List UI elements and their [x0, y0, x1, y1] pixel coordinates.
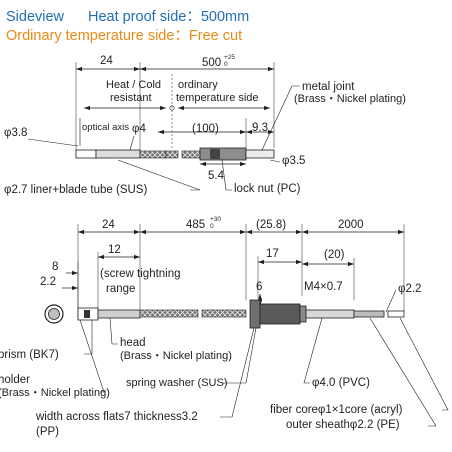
braid-segment — [181, 150, 201, 159]
label-brass-plating-top: (Brass・Nickel plating) — [294, 93, 406, 105]
header-heatproof: Heat proof side：500mm — [88, 9, 249, 25]
dim-24-top: 24 — [100, 55, 113, 67]
dim-500-tol-lo: 0 — [224, 61, 228, 68]
dim-485-tol-lo: 0 — [210, 223, 214, 230]
blade-tube — [95, 149, 141, 159]
label-screw-2: range — [106, 283, 135, 295]
label-m4: M4×0.7 — [304, 281, 343, 293]
dim-500-tol: +25 — [224, 54, 235, 61]
label-pp: (PP) — [36, 426, 59, 438]
label-width-flats: width across flats7 thickness3.2 — [35, 411, 198, 423]
flat-nut — [249, 299, 261, 329]
label-outer-sheath: outer sheathφ2.2 (PE) — [286, 419, 400, 431]
dim-12: 12 — [108, 244, 121, 256]
fiber-end — [387, 310, 405, 318]
pvc-sheath — [305, 309, 355, 319]
header-sideview: Sideview — [6, 9, 65, 25]
label-phi4: φ4 — [132, 123, 146, 135]
dim-2-2-left: 2.2 — [40, 276, 56, 288]
label-metal-joint: metal joint — [302, 81, 355, 93]
dim-17: 17 — [266, 248, 279, 260]
dim-2000: 2000 — [338, 219, 364, 231]
braid-bottom-1 — [139, 309, 199, 318]
end-view-inner — [48, 308, 60, 320]
dim-5-4: 5.4 — [208, 170, 225, 182]
dim-500: 500 — [202, 57, 221, 69]
screw-range — [97, 309, 141, 319]
dim-20: (20) — [324, 249, 345, 261]
label-phi38: φ3.8 — [4, 127, 27, 139]
dim-100: (100) — [192, 123, 219, 135]
label-resistant: resistant — [110, 92, 152, 104]
dim-485-tol: +30 — [210, 216, 221, 223]
metal-joint — [245, 149, 275, 159]
dim-9-3: 9.3 — [252, 122, 268, 134]
dim-485: 485 — [186, 219, 205, 231]
label-head-plating: (Brass・Nickel plating) — [120, 350, 232, 362]
label-ordinary-2: temperature side — [176, 92, 259, 104]
dim-25-8: (25.8) — [256, 219, 286, 231]
dim-24-bottom: 24 — [102, 219, 115, 231]
label-phi40: φ4.0 (PVC) — [312, 377, 370, 389]
header-ordinary: Ordinary temperature side：Free cut — [6, 28, 242, 44]
label-holder: holder — [0, 374, 30, 386]
label-phi35: φ3.5 — [282, 155, 305, 167]
label-fiber-core: fiber coreφ1×1core (acryl) — [270, 404, 403, 416]
label-holder-plating: (Brass・Nickel plating) — [0, 387, 110, 399]
dim-6: 6 — [256, 281, 262, 293]
label-lock-nut: lock nut (PC) — [234, 183, 301, 195]
label-prism: prism (BK7) — [0, 349, 59, 361]
lock-washer-bottom — [299, 305, 307, 323]
heat-resistant-braid — [139, 150, 167, 159]
label-optical-axis: optical axis — [82, 122, 129, 133]
prism-window — [84, 310, 90, 318]
label-spring: spring washer (SUS) — [126, 377, 227, 389]
label-phi22: φ2.2 — [398, 283, 421, 295]
m4-threaded-body — [259, 303, 301, 325]
label-head: head — [120, 337, 146, 349]
label-liner: φ2.7 liner+blade tube (SUS) — [4, 184, 147, 196]
sensor-tip — [75, 149, 97, 159]
lock-nut-top — [210, 149, 220, 159]
outer-sheath — [353, 310, 385, 318]
label-screw-1: (screw tightning — [100, 268, 181, 280]
lock-nut-body — [199, 147, 247, 161]
label-heat-cold: Heat / Cold — [106, 79, 161, 91]
braid-bottom-2 — [201, 309, 247, 318]
dim-8: 8 — [52, 261, 58, 273]
label-ordinary-1: ordinary — [178, 79, 218, 91]
